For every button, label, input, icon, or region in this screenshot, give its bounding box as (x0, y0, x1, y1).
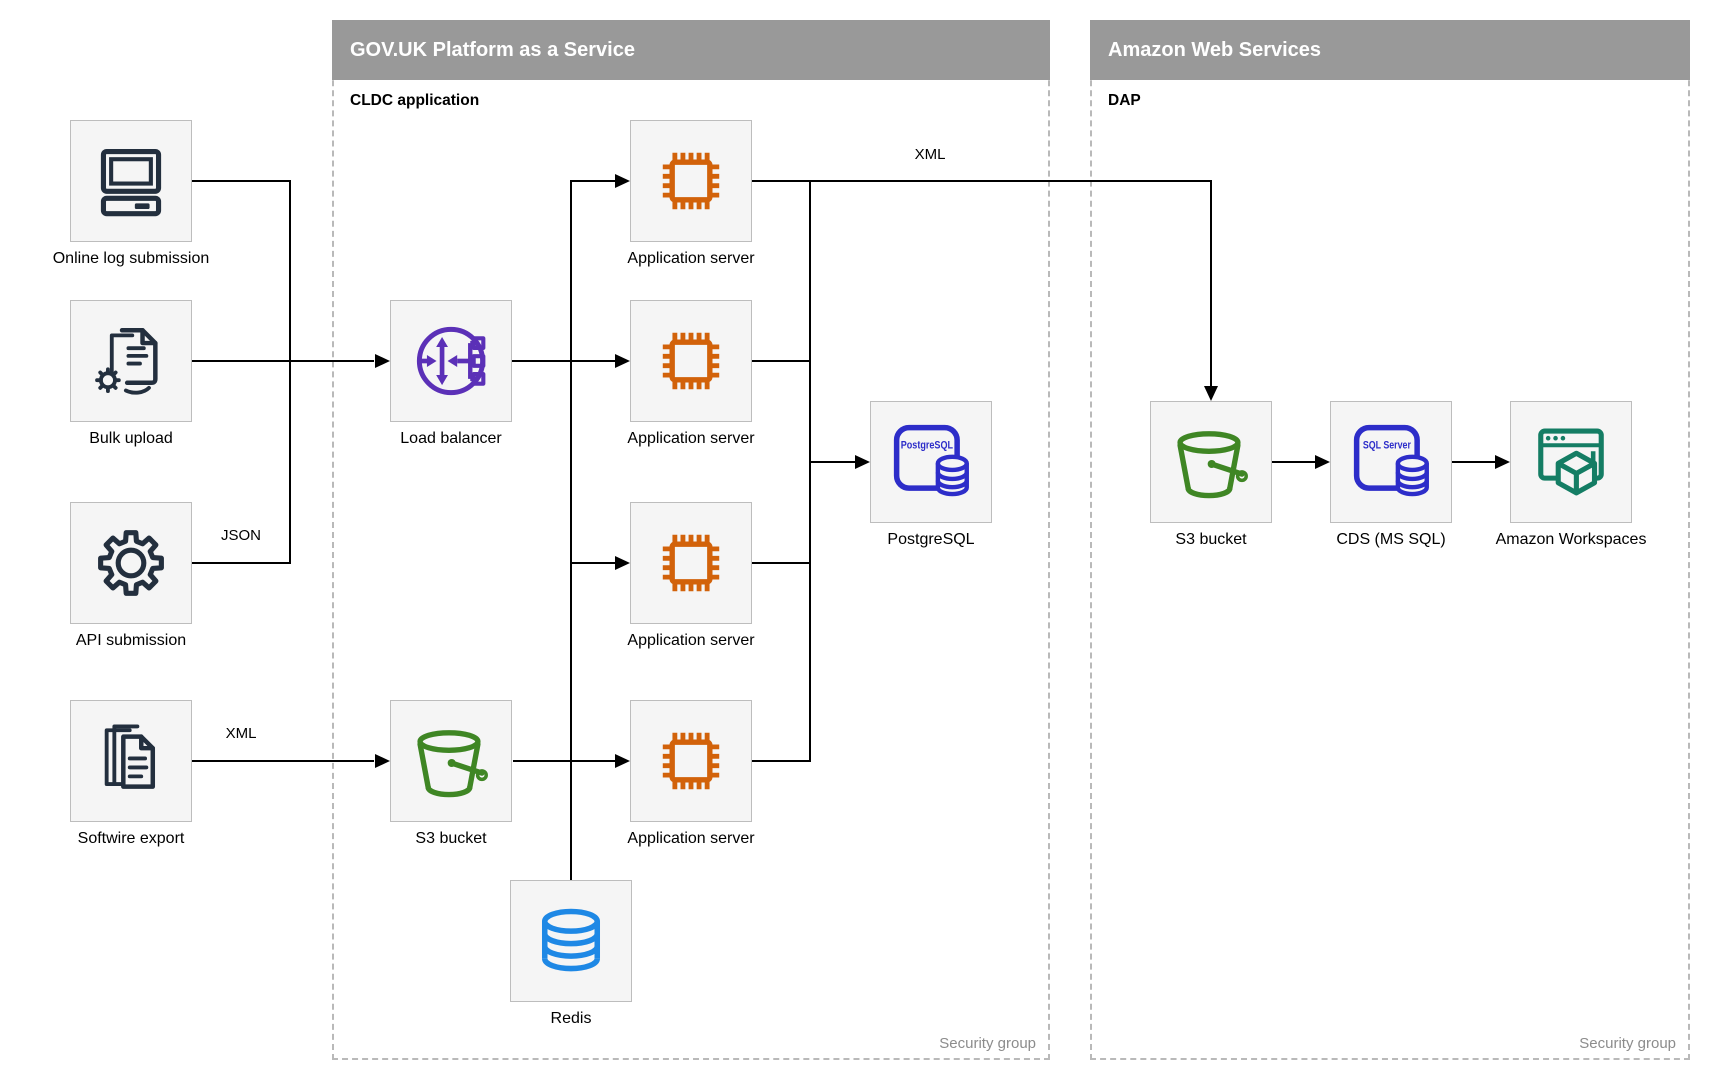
edge-line (192, 360, 374, 362)
arrowhead (615, 174, 630, 188)
chip-icon (662, 332, 720, 390)
paas-subtitle: CLDC application (350, 92, 480, 109)
node-label: Softwire export (77, 830, 185, 847)
postgresql-icon-text: PostgreSQL (901, 439, 953, 451)
edge-line (571, 360, 616, 362)
json-edge-label: JSON (220, 527, 261, 544)
edge-line (570, 180, 572, 881)
node-online-log-submission (70, 120, 192, 242)
aws-header: Amazon Web Services (1090, 20, 1690, 80)
node-label: Bulk upload (89, 430, 173, 447)
arrowhead (375, 754, 390, 768)
node-application-server-1 (630, 120, 752, 242)
node-label: CDS (MS SQL) (1336, 531, 1446, 548)
node-label: Application server (627, 830, 755, 847)
arrowhead (615, 754, 630, 768)
node-label: Application server (627, 632, 755, 649)
edge-line (192, 180, 290, 182)
paas-container: GOV.UK Platform as a Service CLDC applic… (332, 20, 1050, 1060)
edge-line (192, 562, 290, 564)
edge-line (1272, 461, 1316, 463)
redis-database-icon (541, 908, 601, 972)
edge-line (513, 760, 571, 762)
node-label: Application server (627, 430, 755, 447)
chip-icon (662, 732, 720, 790)
workspaces-icon (1538, 428, 1604, 496)
paas-security-group-label: Security group (939, 1035, 1036, 1052)
node-load-balancer (390, 300, 512, 422)
edge-line (752, 760, 810, 762)
arrowhead (615, 556, 630, 570)
edge-line (571, 180, 616, 182)
node-label: Application server (627, 250, 755, 267)
edge-line (752, 360, 810, 362)
node-label: API submission (75, 632, 187, 649)
edge-line (752, 180, 1211, 182)
arrowhead (855, 455, 870, 469)
arrowhead (1315, 455, 1330, 469)
chip-icon (662, 534, 720, 592)
sql-server-icon: SQL Server (1353, 424, 1429, 497)
documents-stack-icon (104, 724, 156, 789)
chip-icon (662, 152, 720, 210)
node-label: Amazon Workspaces (1495, 531, 1647, 548)
node-amazon-workspaces (1510, 401, 1632, 523)
xml-edge-label: XML (225, 725, 257, 742)
node-postgresql: PostgreSQL (870, 401, 992, 523)
aws-security-group-label: Security group (1579, 1035, 1676, 1052)
postgresql-icon: PostgreSQL (893, 424, 969, 497)
node-label: S3 bucket (1175, 531, 1247, 548)
node-label: Redis (550, 1010, 592, 1027)
node-application-server-2 (630, 300, 752, 422)
node-api-submission (70, 502, 192, 624)
edge-line (192, 760, 374, 762)
edge-line (1210, 180, 1212, 386)
edge-line (752, 562, 810, 564)
node-label: Load balancer (400, 430, 502, 447)
node-softwire-export (70, 700, 192, 822)
document-gear-icon (95, 328, 158, 395)
edge-line (1452, 461, 1496, 463)
node-application-server-3 (630, 502, 752, 624)
edge-line (571, 562, 616, 564)
node-redis (510, 880, 632, 1002)
computer-icon (100, 148, 162, 217)
edge-line (571, 760, 616, 762)
node-label: Online log submission (52, 250, 210, 267)
arrowhead (375, 354, 390, 368)
arrowhead (1204, 386, 1218, 401)
edge-line (809, 180, 811, 762)
gear-icon (98, 530, 164, 596)
sql-server-icon-text: SQL Server (1363, 439, 1412, 451)
node-label: S3 bucket (415, 830, 487, 847)
s3-bucket-icon (1177, 431, 1248, 499)
edge-line (810, 461, 856, 463)
aws-container: Amazon Web Services DAP Security group (1090, 20, 1690, 1060)
edge-line (289, 180, 291, 564)
xml-edge-label: XML (914, 146, 946, 163)
node-bulk-upload (70, 300, 192, 422)
aws-subtitle: DAP (1108, 92, 1141, 109)
node-application-server-4 (630, 700, 752, 822)
arrowhead (615, 354, 630, 368)
paas-header: GOV.UK Platform as a Service (332, 20, 1050, 80)
node-s3-bucket-paas (390, 700, 512, 822)
node-cds-ms-sql: SQL Server (1330, 401, 1452, 523)
node-s3-bucket-aws (1150, 401, 1272, 523)
arrowhead (1495, 455, 1510, 469)
node-label: PostgreSQL (887, 531, 975, 548)
s3-bucket-icon (417, 730, 488, 798)
edge-line (512, 360, 571, 362)
load-balancer-icon (416, 326, 486, 396)
